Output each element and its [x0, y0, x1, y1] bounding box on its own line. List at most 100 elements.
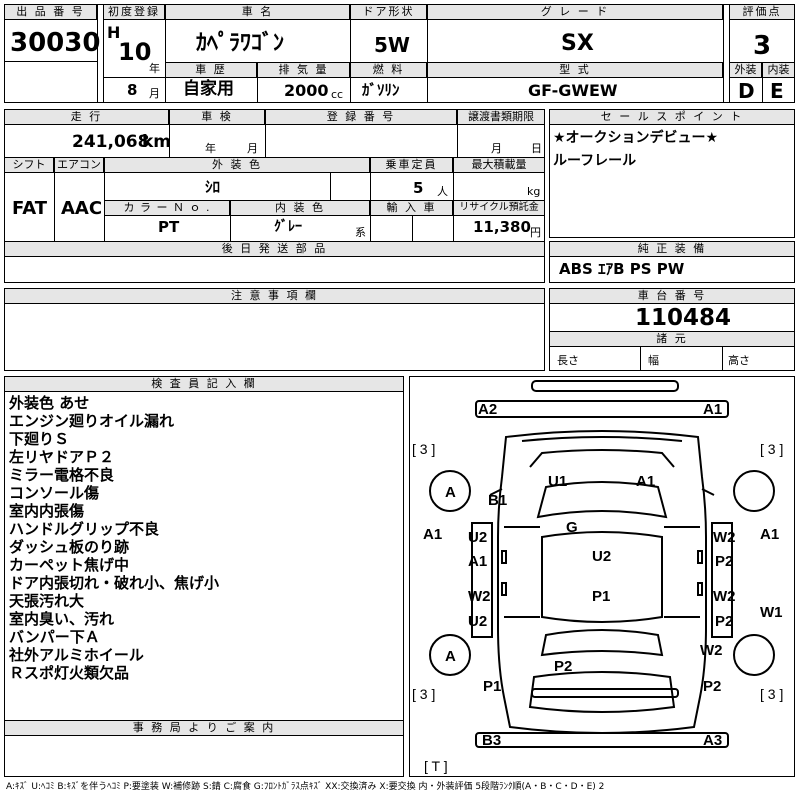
car-diagram: A2 A1 [ 3 ] [ 3 ] A B1 U1 A1 A A1 U2 A1 … — [409, 376, 795, 777]
shift-label: シフト — [4, 157, 54, 173]
mark-hood-right: A1 — [636, 473, 656, 490]
inspector-line: 社外アルミホイール — [9, 646, 144, 664]
inspector-line: エンジン廻りオイル漏れ — [9, 412, 175, 430]
mark-front-left: A2 — [478, 401, 498, 418]
mark-right-rear-side: W1 — [760, 604, 783, 621]
shift: FAT — [12, 198, 48, 219]
equipment-label: 純 正 装 備 — [549, 241, 795, 257]
later-parts-label: 後 日 発 送 部 品 — [4, 241, 545, 257]
ext-color-label: 外 装 色 — [104, 157, 370, 173]
mark-fl-door-u: U2 — [468, 529, 488, 546]
inspector-line: Ｒスポ灯火類欠品 — [9, 664, 130, 682]
height-label: 高さ — [728, 354, 750, 367]
inspector-line: ハンドルグリップ不良 — [9, 520, 160, 538]
mark-left-side: A1 — [423, 526, 443, 543]
int-color-label: 内 装 色 — [230, 200, 370, 216]
mark-rr-door-w: W2 — [713, 588, 736, 605]
sales-block — [549, 109, 795, 238]
width-label: 幅 — [648, 354, 659, 367]
mark-roof: U2 — [592, 548, 612, 565]
year-unit: 年 — [149, 62, 160, 75]
capacity-unit: 人 — [437, 185, 448, 198]
mark-roof-rear: P1 — [592, 588, 611, 605]
mileage: 241,068 — [72, 132, 150, 152]
transfer-day: 日 — [531, 142, 542, 155]
inspector-line: ドア内張切れ・破れ小、焦げ小 — [9, 574, 220, 592]
import-label: 輸 入 車 — [370, 200, 453, 216]
inspection-year: 年 — [205, 142, 216, 155]
capacity-label: 乗車定員 — [370, 157, 453, 173]
recycle: 11,380 — [473, 218, 531, 236]
mark-front-right: A1 — [703, 401, 723, 418]
model: GF-GWEW — [528, 81, 618, 100]
car-name: ｶﾍﾟﾗﾜｺﾞﾝ — [196, 31, 285, 56]
inspector-line: 下廻りＳ — [9, 430, 70, 448]
sales-label: セ ー ル ス ポ イ ン ト — [549, 109, 795, 125]
chassis-label: 車 台 番 号 — [549, 288, 795, 304]
equipment: ABS ｴｱB PS PW — [559, 260, 685, 278]
inspector-line: 室内内張傷 — [9, 502, 85, 520]
car-outline — [429, 380, 775, 748]
sales-line-1: ★オークションデビュー★ — [553, 130, 719, 146]
fuel-label: 燃 料 — [350, 62, 427, 78]
length-label: 長さ — [557, 354, 579, 367]
displacement-label: 排 気 量 — [257, 62, 350, 78]
int-color: ｸﾞﾚｰ — [274, 219, 302, 235]
dimensions-label: 諸 元 — [549, 331, 795, 347]
door: 5W — [374, 33, 410, 57]
mark-fr-wheel-count: [ 3 ] — [760, 441, 784, 457]
recycle-unit: 円 — [530, 226, 541, 239]
month-unit: 月 — [149, 87, 160, 100]
reg-year: 10 — [118, 38, 152, 66]
sales-line-2: ルーフレール — [553, 153, 637, 169]
reg-month: 8 — [127, 81, 138, 99]
mark-right-side: A1 — [760, 526, 780, 543]
mark-windshield: G — [566, 519, 578, 536]
lot-label: 出 品 番 号 — [4, 4, 97, 20]
color-no: PT — [158, 218, 180, 236]
mark-rear-bumper-right: A3 — [703, 732, 723, 749]
inspector-line: ダッシュ板のり跡 — [9, 538, 130, 556]
mark-fl-door-a: A1 — [468, 553, 488, 570]
mark-rear-right: P2 — [703, 678, 722, 695]
mark-rl-wheel: A — [445, 648, 456, 665]
mark-rear-bumper-left: B3 — [482, 732, 502, 749]
capacity: 5 — [413, 179, 424, 197]
displacement-unit: cc — [331, 88, 344, 101]
history: 自家用 — [183, 79, 234, 99]
displacement: 2000 — [284, 81, 329, 100]
inspector-line: 天張汚れ大 — [9, 592, 85, 610]
inspector-line: 左リヤドアＰ２ — [9, 448, 115, 466]
first-reg-label: 初度登録 — [103, 4, 165, 20]
mileage-label: 走 行 — [4, 109, 169, 125]
era: H — [107, 23, 121, 42]
aircon: AAC — [61, 198, 103, 219]
transfer-label: 譲渡書類期限 — [457, 109, 545, 125]
score-label: 評価点 — [729, 4, 795, 20]
mark-hood-left: U1 — [548, 473, 568, 490]
interior-label: 内装 — [762, 62, 795, 78]
mark-rl-door-u: U2 — [468, 613, 488, 630]
load-label: 最大積載量 — [453, 157, 545, 173]
door-label: ドア形状 — [350, 4, 427, 20]
mark-rr-wheel-count: [ 3 ] — [760, 686, 784, 702]
color-no-label: カ ラ ー Ｎ ｏ . — [104, 200, 230, 216]
lot-number: 30030 — [10, 28, 101, 58]
mark-fl-wheel-count: [ 3 ] — [412, 441, 436, 457]
inspector-line: カーペット焦げ中 — [9, 556, 130, 574]
chassis-number: 110484 — [635, 305, 732, 331]
aircon-label: エアコン — [54, 157, 104, 173]
legend: A:ｷｽﾞ U:ﾍｺﾐ B:ｷｽﾞを伴うﾍｺﾐ P:要塗装 W:補修跡 S:錆 … — [6, 782, 605, 792]
notes-label: 注 意 事 項 欄 — [4, 288, 545, 304]
grade: SX — [561, 31, 594, 56]
inspector-line: ミラー電格不良 — [9, 466, 115, 484]
grade-label: グ レ ー ド — [427, 4, 723, 20]
exterior-score: D — [738, 79, 755, 103]
inspector-label: 検 査 員 記 入 欄 — [4, 376, 404, 392]
regno-label: 登 録 番 号 — [265, 109, 457, 125]
inspection-label: 車 検 — [169, 109, 265, 125]
model-label: 型 式 — [427, 62, 723, 78]
office-label: 事 務 局 よ り ご 案 内 — [4, 720, 404, 736]
inspection-month: 月 — [247, 142, 258, 155]
mark-tire-count: [ T ] — [424, 758, 448, 774]
